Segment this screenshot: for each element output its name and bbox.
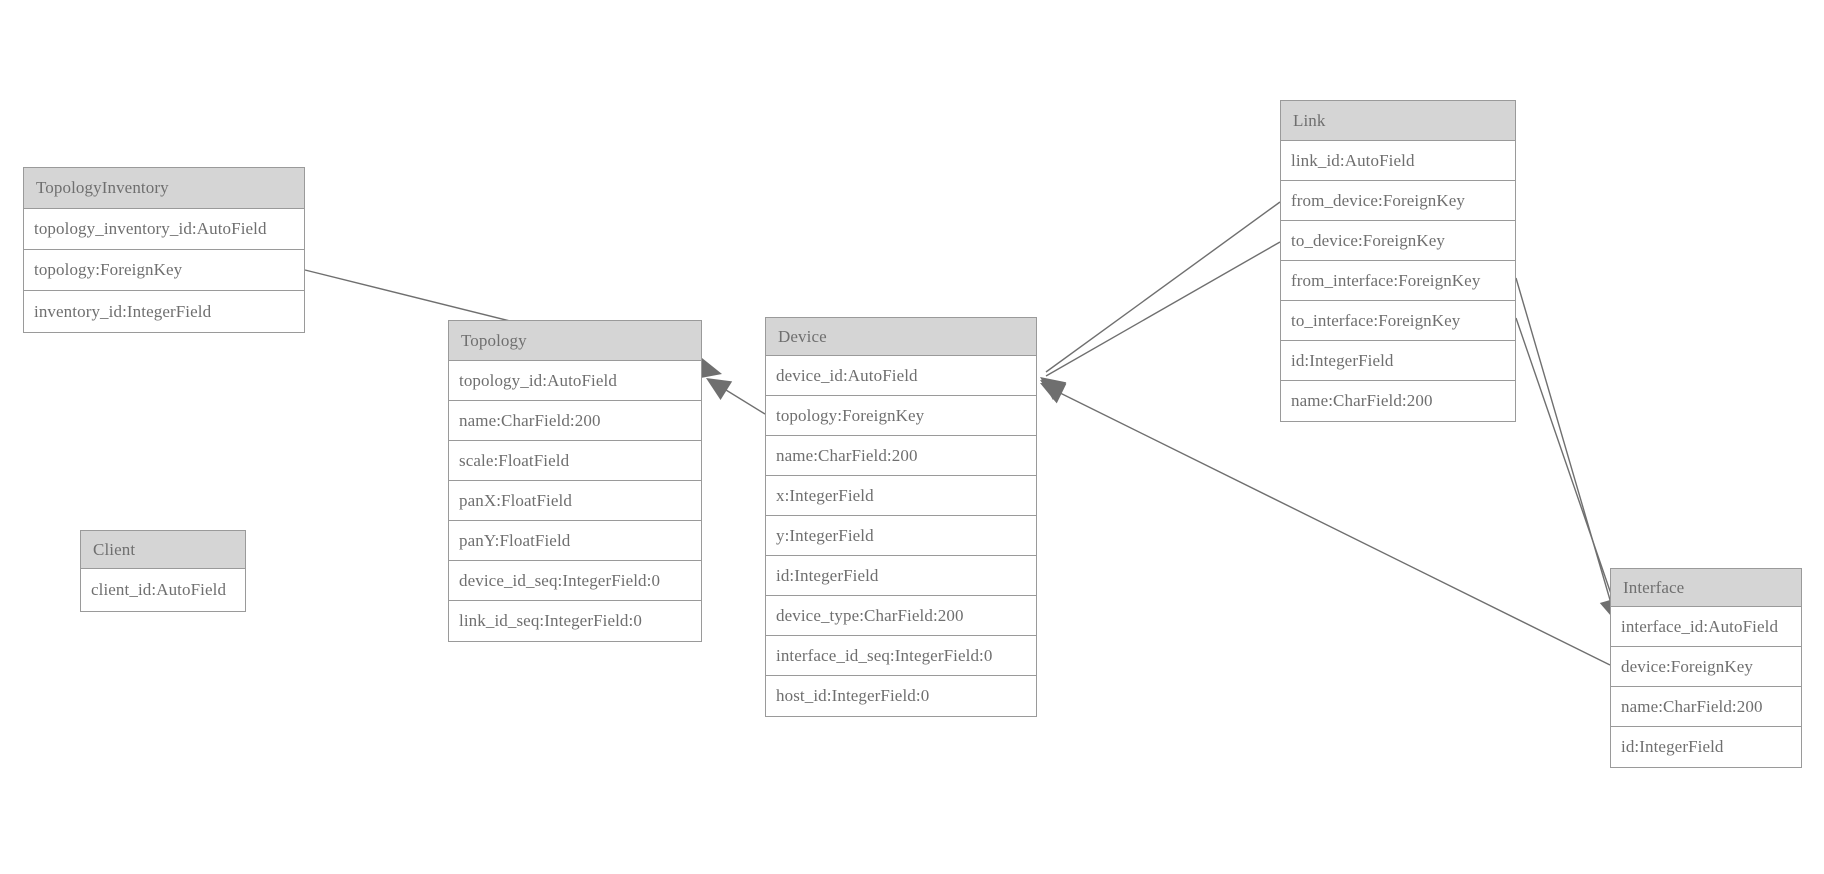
entity-field-row[interactable]: device_type:CharField:200 bbox=[766, 596, 1036, 636]
entity-field-row[interactable]: host_id:IntegerField:0 bbox=[766, 676, 1036, 716]
relationship-line bbox=[712, 381, 766, 415]
entity-field-row[interactable]: interface_id_seq:IntegerField:0 bbox=[766, 636, 1036, 676]
entity-field-row[interactable]: from_interface:ForeignKey bbox=[1281, 261, 1515, 301]
entity-field-row[interactable]: link_id_seq:IntegerField:0 bbox=[449, 601, 701, 641]
relationship-link-to-device[interactable] bbox=[1035, 241, 1281, 402]
entity-field-row[interactable]: scale:FloatField bbox=[449, 441, 701, 481]
entity-title-device: Device bbox=[766, 318, 1036, 356]
entity-field-row[interactable]: topology:ForeignKey bbox=[766, 396, 1036, 436]
entity-field-row[interactable]: y:IntegerField bbox=[766, 516, 1036, 556]
relationship-arrowhead bbox=[1040, 383, 1067, 404]
entity-title-topology-inventory: TopologyInventory bbox=[24, 168, 304, 209]
entity-field-row[interactable]: to_device:ForeignKey bbox=[1281, 221, 1515, 261]
entity-field-row[interactable]: topology:ForeignKey bbox=[24, 250, 304, 291]
relationship-line bbox=[1045, 241, 1281, 377]
entity-field-row[interactable]: device_id_seq:IntegerField:0 bbox=[449, 561, 701, 601]
entity-field-row[interactable]: name:CharField:200 bbox=[766, 436, 1036, 476]
relationship-link-from-device[interactable] bbox=[1034, 201, 1281, 401]
entity-field-row[interactable]: topology_inventory_id:AutoField bbox=[24, 209, 304, 250]
entity-field-row[interactable]: panX:FloatField bbox=[449, 481, 701, 521]
entity-field-row[interactable]: id:IntegerField bbox=[1281, 341, 1515, 381]
relationship-arrowhead bbox=[706, 378, 733, 401]
relationship-line bbox=[1515, 277, 1616, 618]
entity-field-row[interactable]: id:IntegerField bbox=[766, 556, 1036, 596]
entity-title-interface: Interface bbox=[1611, 569, 1801, 607]
relationship-line bbox=[1045, 385, 1611, 666]
entity-field-row[interactable]: link_id:AutoField bbox=[1281, 141, 1515, 181]
entity-field-row[interactable]: topology_id:AutoField bbox=[449, 361, 701, 401]
entity-field-row[interactable]: client_id:AutoField bbox=[81, 569, 245, 611]
entity-field-row[interactable]: name:CharField:200 bbox=[1611, 687, 1801, 727]
entity-field-row[interactable]: id:IntegerField bbox=[1611, 727, 1801, 767]
relationship-arrowhead bbox=[1040, 380, 1067, 402]
entity-field-row[interactable]: from_device:ForeignKey bbox=[1281, 181, 1515, 221]
relationship-line bbox=[1045, 201, 1281, 373]
entity-title-topology: Topology bbox=[449, 321, 701, 361]
entity-field-row[interactable]: name:CharField:200 bbox=[1281, 381, 1515, 421]
entity-field-row[interactable]: panY:FloatField bbox=[449, 521, 701, 561]
relationship-device-topology[interactable] bbox=[700, 369, 766, 415]
entity-field-row[interactable]: interface_id:AutoField bbox=[1611, 607, 1801, 647]
entity-field-row[interactable]: name:CharField:200 bbox=[449, 401, 701, 441]
entity-field-row[interactable]: inventory_id:IntegerField bbox=[24, 291, 304, 332]
entity-title-link: Link bbox=[1281, 101, 1515, 141]
entity-field-row[interactable]: to_interface:ForeignKey bbox=[1281, 301, 1515, 341]
entity-field-row[interactable]: device_id:AutoField bbox=[766, 356, 1036, 396]
entity-field-row[interactable]: device:ForeignKey bbox=[1611, 647, 1801, 687]
relationship-arrowhead bbox=[1040, 377, 1066, 401]
entity-title-client: Client bbox=[81, 531, 245, 569]
relationship-line bbox=[1515, 317, 1621, 621]
entity-field-row[interactable]: x:IntegerField bbox=[766, 476, 1036, 516]
